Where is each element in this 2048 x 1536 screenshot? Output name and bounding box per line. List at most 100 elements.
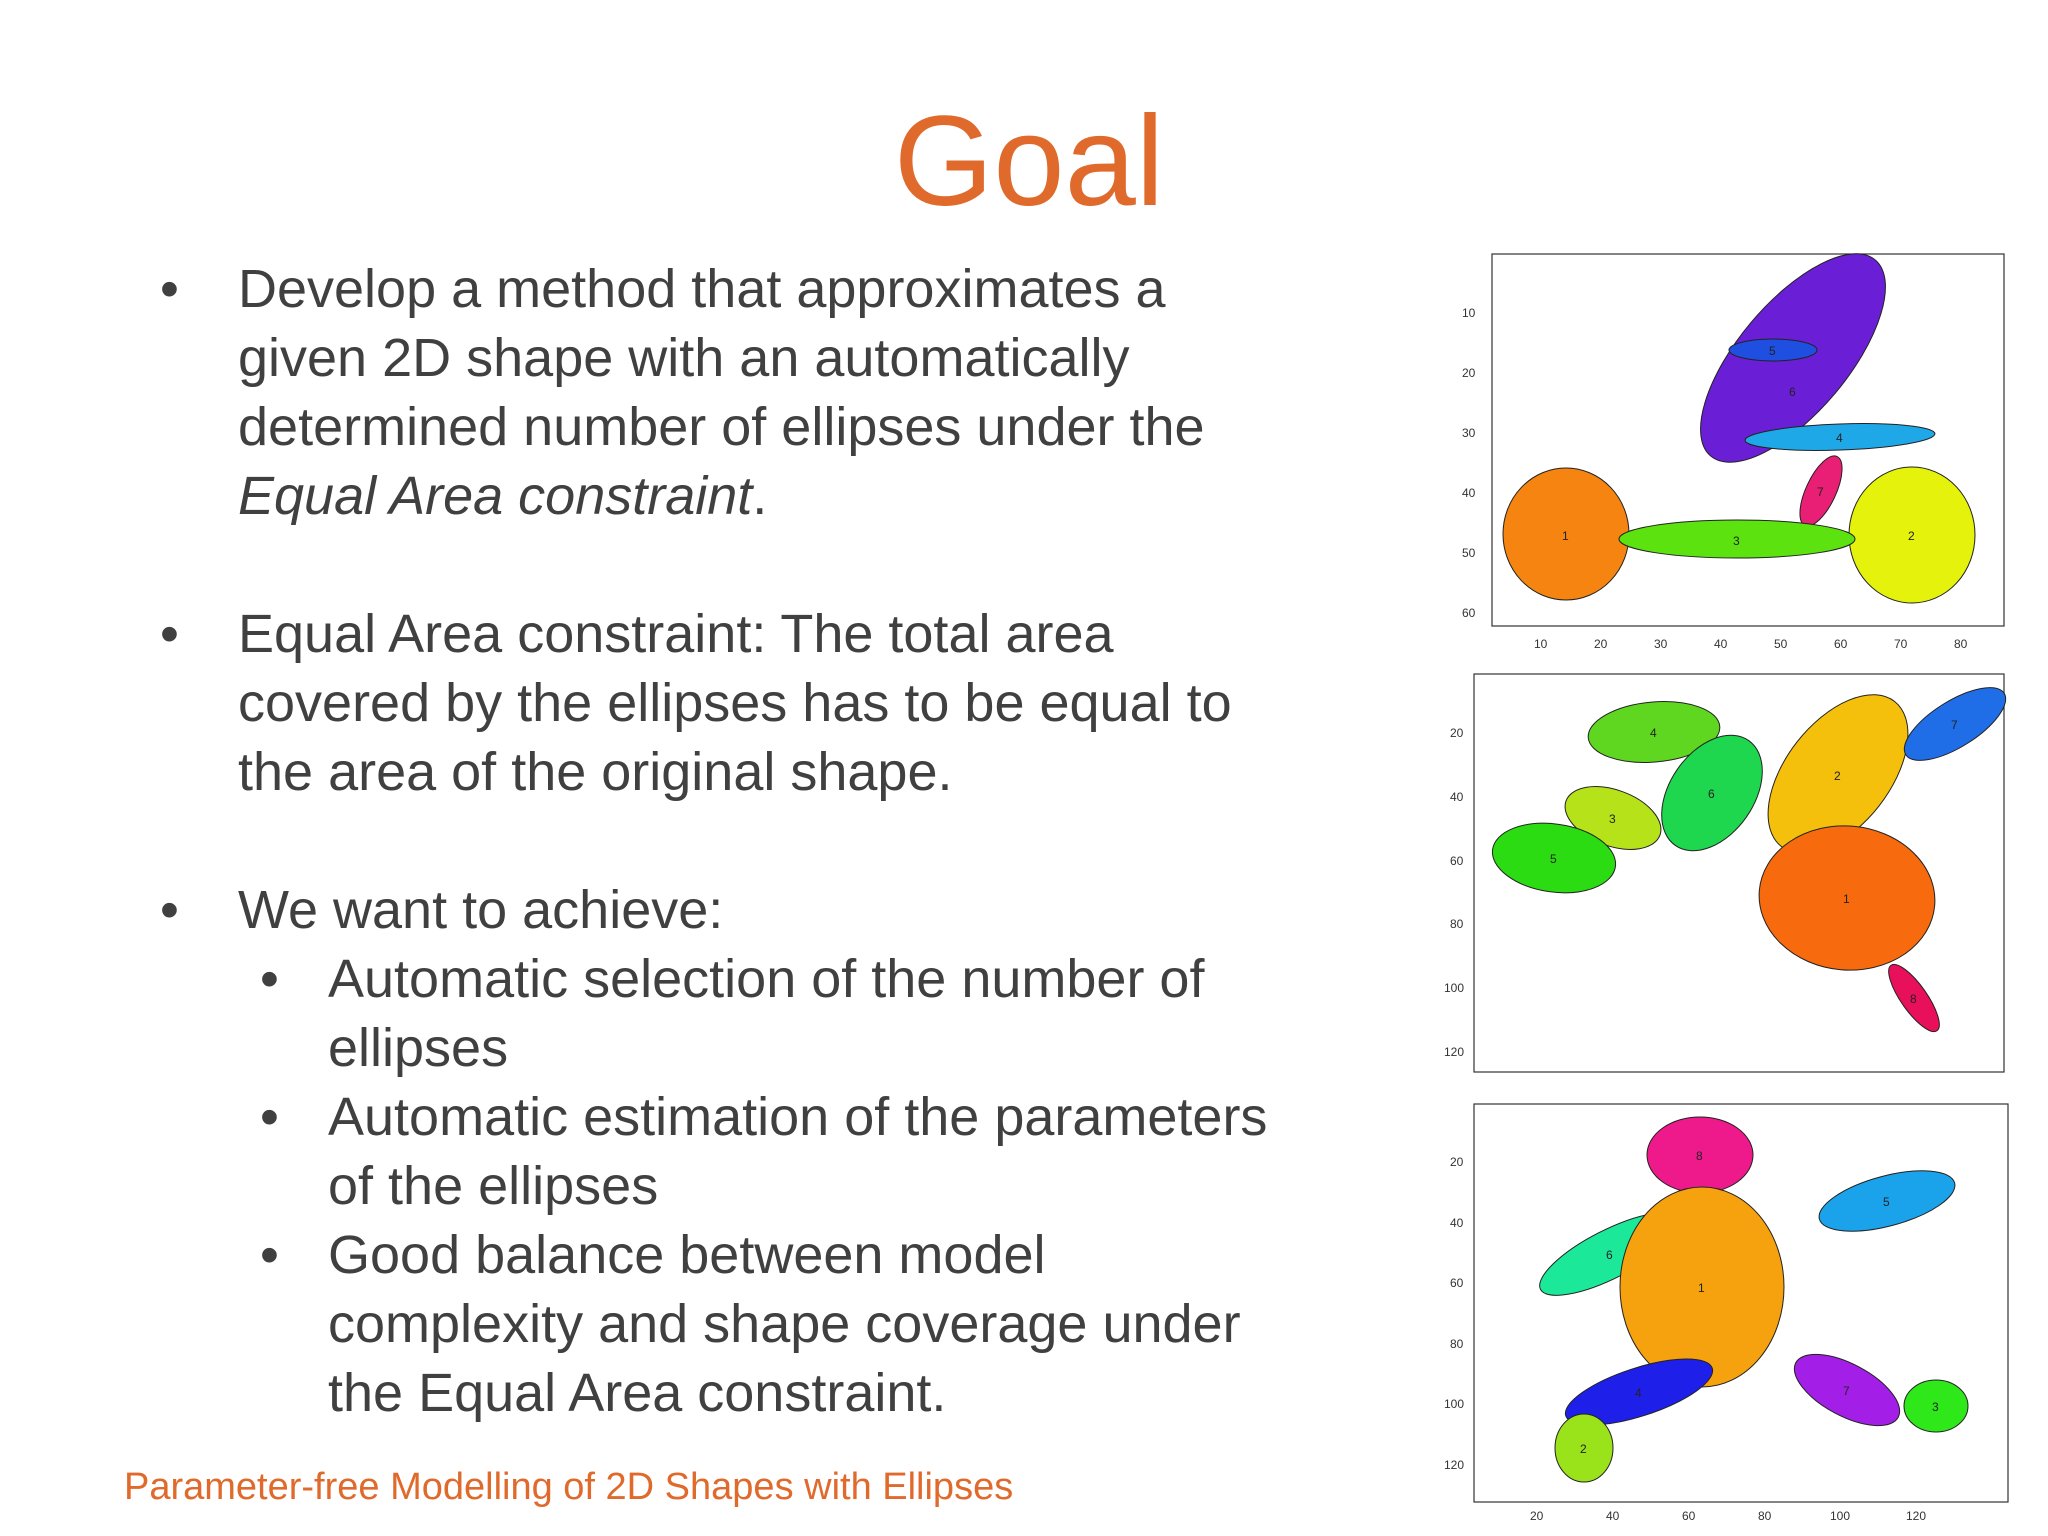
ellipse-label: 2 — [1580, 1442, 1587, 1456]
sub-bullet-balance: • Good balance between model complexity … — [150, 1221, 1350, 1428]
ellipse-6 — [1661, 734, 1763, 852]
x-tick: 120 — [1906, 1509, 1926, 1523]
y-axis-ticks: 20 40 60 80 100 120 — [1444, 726, 1464, 1059]
y-tick: 80 — [1450, 917, 1464, 931]
bullet-line: covered by the ellipses has to be equal … — [238, 673, 1232, 733]
ellipse-label: 4 — [1650, 726, 1657, 740]
ellipse-label: 8 — [1910, 992, 1917, 1006]
ellipse-label: 2 — [1908, 529, 1915, 543]
y-tick: 40 — [1450, 1216, 1464, 1230]
bullet-develop-method: • Develop a method that approximates a g… — [150, 255, 1350, 531]
bullet-glyph: • — [260, 1087, 279, 1147]
bullet-line: the Equal Area constraint. — [328, 1363, 947, 1423]
y-axis-ticks: 20 40 60 80 100 120 — [1444, 1155, 1464, 1472]
figure-bicycle-ellipses: 1 2 3 4 5 6 7 10 20 30 40 50 60 10 20 30… — [1440, 250, 2020, 660]
x-axis-ticks: 10 20 30 40 50 60 70 80 — [1534, 637, 1968, 651]
y-tick: 60 — [1450, 854, 1464, 868]
bullet-line: of the ellipses — [328, 1156, 659, 1216]
ellipse-label: 4 — [1836, 431, 1843, 445]
ellipse-label: 6 — [1708, 787, 1715, 801]
slide-title: Goal — [893, 90, 1165, 233]
bullet-line: determined number of ellipses under the — [238, 397, 1205, 457]
ellipse-7 — [1793, 1353, 1901, 1427]
figure-animal-ellipses: 1 2 3 4 5 6 7 8 20 40 60 80 100 120 — [1430, 670, 2020, 1080]
ellipse-label: 4 — [1635, 1386, 1642, 1400]
emphasis-text: Equal Area constraint — [238, 466, 753, 526]
ellipse-8 — [1888, 963, 1940, 1033]
x-tick: 70 — [1894, 637, 1908, 651]
y-tick: 60 — [1462, 606, 1476, 620]
y-tick: 120 — [1444, 1045, 1464, 1059]
bullet-line: given 2D shape with an automatically — [238, 328, 1130, 388]
x-tick: 20 — [1530, 1509, 1544, 1523]
bullet-line: Develop a method that approximates a — [238, 259, 1166, 319]
bicycle-plot: 1 2 3 4 5 6 7 10 20 30 40 50 60 10 20 30… — [1462, 253, 2005, 651]
ellipse-label: 6 — [1789, 385, 1796, 399]
x-tick: 60 — [1834, 637, 1848, 651]
x-tick: 30 — [1654, 637, 1668, 651]
ellipse-label: 5 — [1769, 344, 1776, 358]
ellipse-label: 7 — [1843, 1384, 1850, 1398]
bullet-line: ellipses — [328, 1018, 509, 1078]
bullet-line: Automatic estimation of the parameters — [328, 1087, 1268, 1147]
ellipse-2 — [1554, 1413, 1614, 1483]
y-tick: 60 — [1450, 1276, 1464, 1290]
ellipse-label: 1 — [1698, 1281, 1705, 1295]
bullet-line: the area of the original shape. — [238, 742, 953, 802]
bullet-line: Good balance between model — [328, 1225, 1046, 1285]
x-axis-ticks: 20 40 60 80 100 120 — [1530, 1509, 1926, 1523]
ellipse-label: 5 — [1550, 852, 1557, 866]
ellipse-label: 5 — [1883, 1195, 1890, 1209]
ellipse-5 — [1818, 1170, 1956, 1232]
y-tick: 20 — [1450, 1155, 1464, 1169]
bullet-glyph: • — [260, 949, 279, 1009]
ellipse-7 — [1903, 687, 2007, 761]
x-tick: 40 — [1714, 637, 1728, 651]
y-axis-ticks: 10 20 30 40 50 60 — [1462, 306, 1476, 620]
bullet-list: • Develop a method that approximates a g… — [150, 255, 1350, 1428]
human-plot: 1 2 3 4 5 6 7 8 20 40 60 80 100 120 20 4… — [1444, 1103, 2009, 1523]
ellipse-label: 7 — [1951, 718, 1958, 732]
y-tick: 100 — [1444, 981, 1464, 995]
ellipse-label: 3 — [1733, 534, 1740, 548]
x-tick: 100 — [1830, 1509, 1850, 1523]
y-tick: 40 — [1450, 790, 1464, 804]
ellipse-label: 8 — [1696, 1149, 1703, 1163]
ellipse-4 — [1564, 1358, 1714, 1426]
ellipse-label: 3 — [1609, 812, 1616, 826]
y-tick: 80 — [1450, 1337, 1464, 1351]
x-tick: 20 — [1594, 637, 1608, 651]
bullet-glyph: • — [260, 1225, 279, 1285]
y-tick: 50 — [1462, 546, 1476, 560]
x-tick: 10 — [1534, 637, 1548, 651]
ellipse-label: 3 — [1932, 1400, 1939, 1414]
bullet-glyph: • — [160, 880, 179, 940]
bullet-line: Automatic selection of the number of — [328, 949, 1205, 1009]
ellipse-2 — [1767, 694, 1909, 854]
x-tick: 80 — [1954, 637, 1968, 651]
period: . — [752, 466, 768, 526]
ellipse-label: 1 — [1843, 892, 1850, 906]
bullet-glyph: • — [160, 604, 179, 664]
ellipse-label: 7 — [1817, 485, 1824, 499]
bullet-line: Equal Area constraint. — [238, 462, 1350, 531]
ellipse-5 — [1491, 822, 1617, 894]
bullet-equal-area: • Equal Area constraint: The total area … — [150, 600, 1350, 807]
ellipse-3 — [1903, 1379, 1969, 1433]
sub-bullet-selection: • Automatic selection of the number of e… — [150, 945, 1350, 1083]
y-tick: 20 — [1462, 366, 1476, 380]
ellipse-4 — [1587, 701, 1721, 763]
ellipse-label: 1 — [1562, 529, 1569, 543]
animal-plot: 1 2 3 4 5 6 7 8 20 40 60 80 100 120 — [1444, 673, 2007, 1073]
footer-title: Parameter-free Modelling of 2D Shapes wi… — [124, 1466, 1014, 1508]
ellipse-label: 6 — [1606, 1248, 1613, 1262]
figure-human-ellipses: 1 2 3 4 5 6 7 8 20 40 60 80 100 120 20 4… — [1430, 1100, 2020, 1530]
x-tick: 60 — [1682, 1509, 1696, 1523]
ellipse-4 — [1744, 423, 1936, 451]
bullet-glyph: • — [160, 259, 179, 319]
y-tick: 40 — [1462, 486, 1476, 500]
bullet-achieve: • We want to achieve: — [150, 876, 1350, 945]
x-tick: 40 — [1606, 1509, 1620, 1523]
x-tick: 80 — [1758, 1509, 1772, 1523]
ellipse-3 — [1618, 519, 1856, 559]
